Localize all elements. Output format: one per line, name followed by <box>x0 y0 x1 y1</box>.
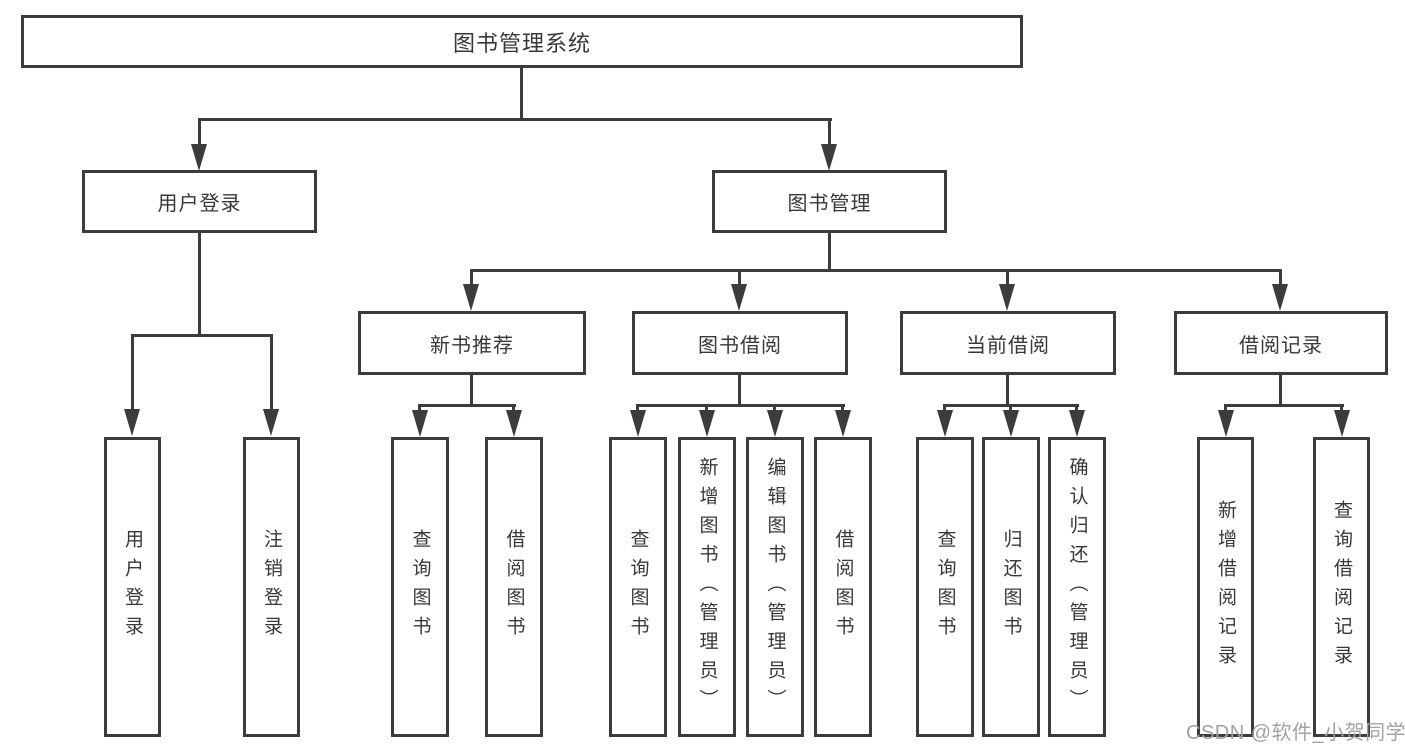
arrow-down-icon <box>412 410 428 437</box>
leaf-query-books-current: 查询图书 <box>916 437 974 737</box>
leaf-add-borrow-record: 新增借阅记录 <box>1197 437 1254 737</box>
connector-line <box>512 407 515 412</box>
connector-line <box>520 68 523 121</box>
leaf-confirm-return-admin: 确认归还（管理员） <box>1048 437 1106 737</box>
connector-line <box>198 121 201 147</box>
arrow-down-icon <box>1003 410 1019 437</box>
arrow-down-icon <box>731 284 747 311</box>
arrow-down-icon <box>767 410 783 437</box>
connector-line <box>636 404 845 407</box>
connector-line <box>198 233 201 336</box>
connector-line <box>198 118 832 121</box>
node-user-login: 用户登录 <box>82 170 317 233</box>
watermark: CSDN @软件_小贺同学 <box>1186 722 1405 744</box>
connector-line <box>1340 407 1343 412</box>
connector-line <box>418 407 421 412</box>
leaf-borrow-books-borrowing: 借阅图书 <box>814 437 872 737</box>
connector-line <box>1224 404 1344 407</box>
arrow-down-icon <box>463 284 479 311</box>
connector-line <box>470 272 473 286</box>
connector-line <box>828 121 831 147</box>
connector-line <box>1075 407 1078 412</box>
arrow-down-icon <box>699 410 715 437</box>
leaf-query-books-recommend: 查询图书 <box>391 437 449 737</box>
leaf-borrow-books-recommend: 借阅图书 <box>485 437 543 737</box>
arrow-down-icon <box>1272 284 1288 311</box>
connector-line <box>738 272 741 286</box>
arrow-down-icon <box>1334 410 1350 437</box>
arrow-down-icon <box>630 410 646 437</box>
connector-line <box>1279 272 1282 286</box>
arrow-down-icon <box>1218 410 1234 437</box>
arrow-down-icon <box>999 284 1015 311</box>
connector-line <box>1279 375 1282 406</box>
arrow-down-icon <box>835 410 851 437</box>
arrow-down-icon <box>506 410 522 437</box>
connector-line <box>418 404 516 407</box>
leaf-logout: 注销登录 <box>243 437 300 737</box>
connector-line <box>1224 407 1227 412</box>
connector-line <box>773 407 776 412</box>
arrow-down-icon <box>124 409 140 436</box>
connector-line <box>738 375 741 406</box>
arrow-down-icon <box>191 144 207 171</box>
node-root: 图书管理系统 <box>21 15 1023 68</box>
connector-line <box>270 337 273 410</box>
leaf-user-login: 用户登录 <box>104 437 161 737</box>
node-borrowing-records: 借阅记录 <box>1174 311 1388 375</box>
connector-line <box>943 407 946 412</box>
connector-line <box>1006 272 1009 286</box>
arrow-down-icon <box>937 410 953 437</box>
node-current-borrowing: 当前借阅 <box>900 311 1116 375</box>
connector-line <box>705 407 708 412</box>
leaf-edit-book-admin: 编辑图书（管理员） <box>746 437 804 737</box>
connector-line <box>470 375 473 406</box>
connector-line <box>131 337 134 410</box>
leaf-add-book-admin: 新增图书（管理员） <box>678 437 736 737</box>
arrow-down-icon <box>263 409 279 436</box>
connector-line <box>131 334 273 337</box>
connector-line <box>1006 375 1009 406</box>
leaf-query-books-borrowing: 查询图书 <box>609 437 667 737</box>
leaf-return-books: 归还图书 <box>982 437 1040 737</box>
node-new-book-recommend: 新书推荐 <box>358 311 586 375</box>
arrow-down-icon <box>821 144 837 171</box>
node-book-borrowing: 图书借阅 <box>632 311 848 375</box>
connector-line <box>828 233 831 271</box>
connector-line <box>636 407 639 412</box>
node-book-management: 图书管理 <box>712 170 947 233</box>
leaf-query-borrow-record: 查询借阅记录 <box>1313 437 1370 737</box>
connector-line <box>470 269 1282 272</box>
connector-line <box>841 407 844 412</box>
connector-line <box>943 404 1079 407</box>
connector-line <box>1009 407 1012 412</box>
arrow-down-icon <box>1069 410 1085 437</box>
